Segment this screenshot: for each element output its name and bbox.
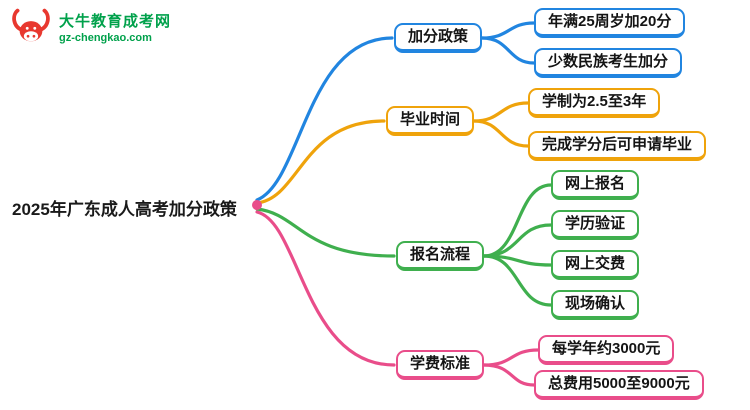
edge-tuition-leaf-1 [482, 363, 536, 387]
leaf-node: 网上报名 [551, 170, 640, 200]
root-topic: 2025年广东成人高考加分政策 [12, 200, 237, 219]
leaf-node: 学历验证 [551, 210, 640, 240]
leaf-node: 每学年约3000元 [538, 335, 675, 365]
leaf-node: 少数民族考生加分 [534, 48, 683, 78]
site-url: gz-chengkao.com [59, 32, 152, 44]
leaf-node: 完成学分后可申请毕业 [528, 131, 707, 161]
branch-node-tuition: 学费标准 [396, 350, 485, 380]
edge-root-tuition [255, 210, 396, 367]
edge-process-leaf-2 [482, 254, 553, 267]
edge-gradtime-leaf-1 [472, 119, 530, 148]
root-anchor-dot [252, 200, 262, 210]
branch-node-gradtime: 毕业时间 [386, 106, 475, 136]
edge-root-gradtime [255, 119, 386, 205]
bull-icon [10, 8, 52, 51]
leaf-node: 网上交费 [551, 250, 640, 280]
edge-process-leaf-3 [482, 254, 553, 307]
leaf-node: 学制为2.5至3年 [528, 88, 661, 118]
leaf-node: 现场确认 [551, 290, 640, 320]
branch-node-bonus: 加分政策 [394, 23, 483, 53]
leaf-node: 年满25周岁加20分 [534, 8, 686, 38]
edge-gradtime-leaf-0 [472, 101, 530, 123]
edge-process-leaf-0 [482, 183, 553, 258]
edge-bonus-leaf-0 [480, 21, 536, 40]
edge-tuition-leaf-0 [482, 348, 540, 367]
edge-root-process [255, 207, 396, 258]
edge-root-bonus [255, 36, 394, 202]
site-logo: 大牛教育成考网 gz-chengkao.com [10, 8, 171, 51]
leaf-node: 总费用5000至9000元 [534, 370, 704, 400]
site-name: 大牛教育成考网 [59, 13, 172, 31]
edge-bonus-leaf-1 [480, 36, 536, 65]
edge-process-leaf-1 [482, 223, 553, 258]
branch-node-process: 报名流程 [396, 241, 485, 271]
